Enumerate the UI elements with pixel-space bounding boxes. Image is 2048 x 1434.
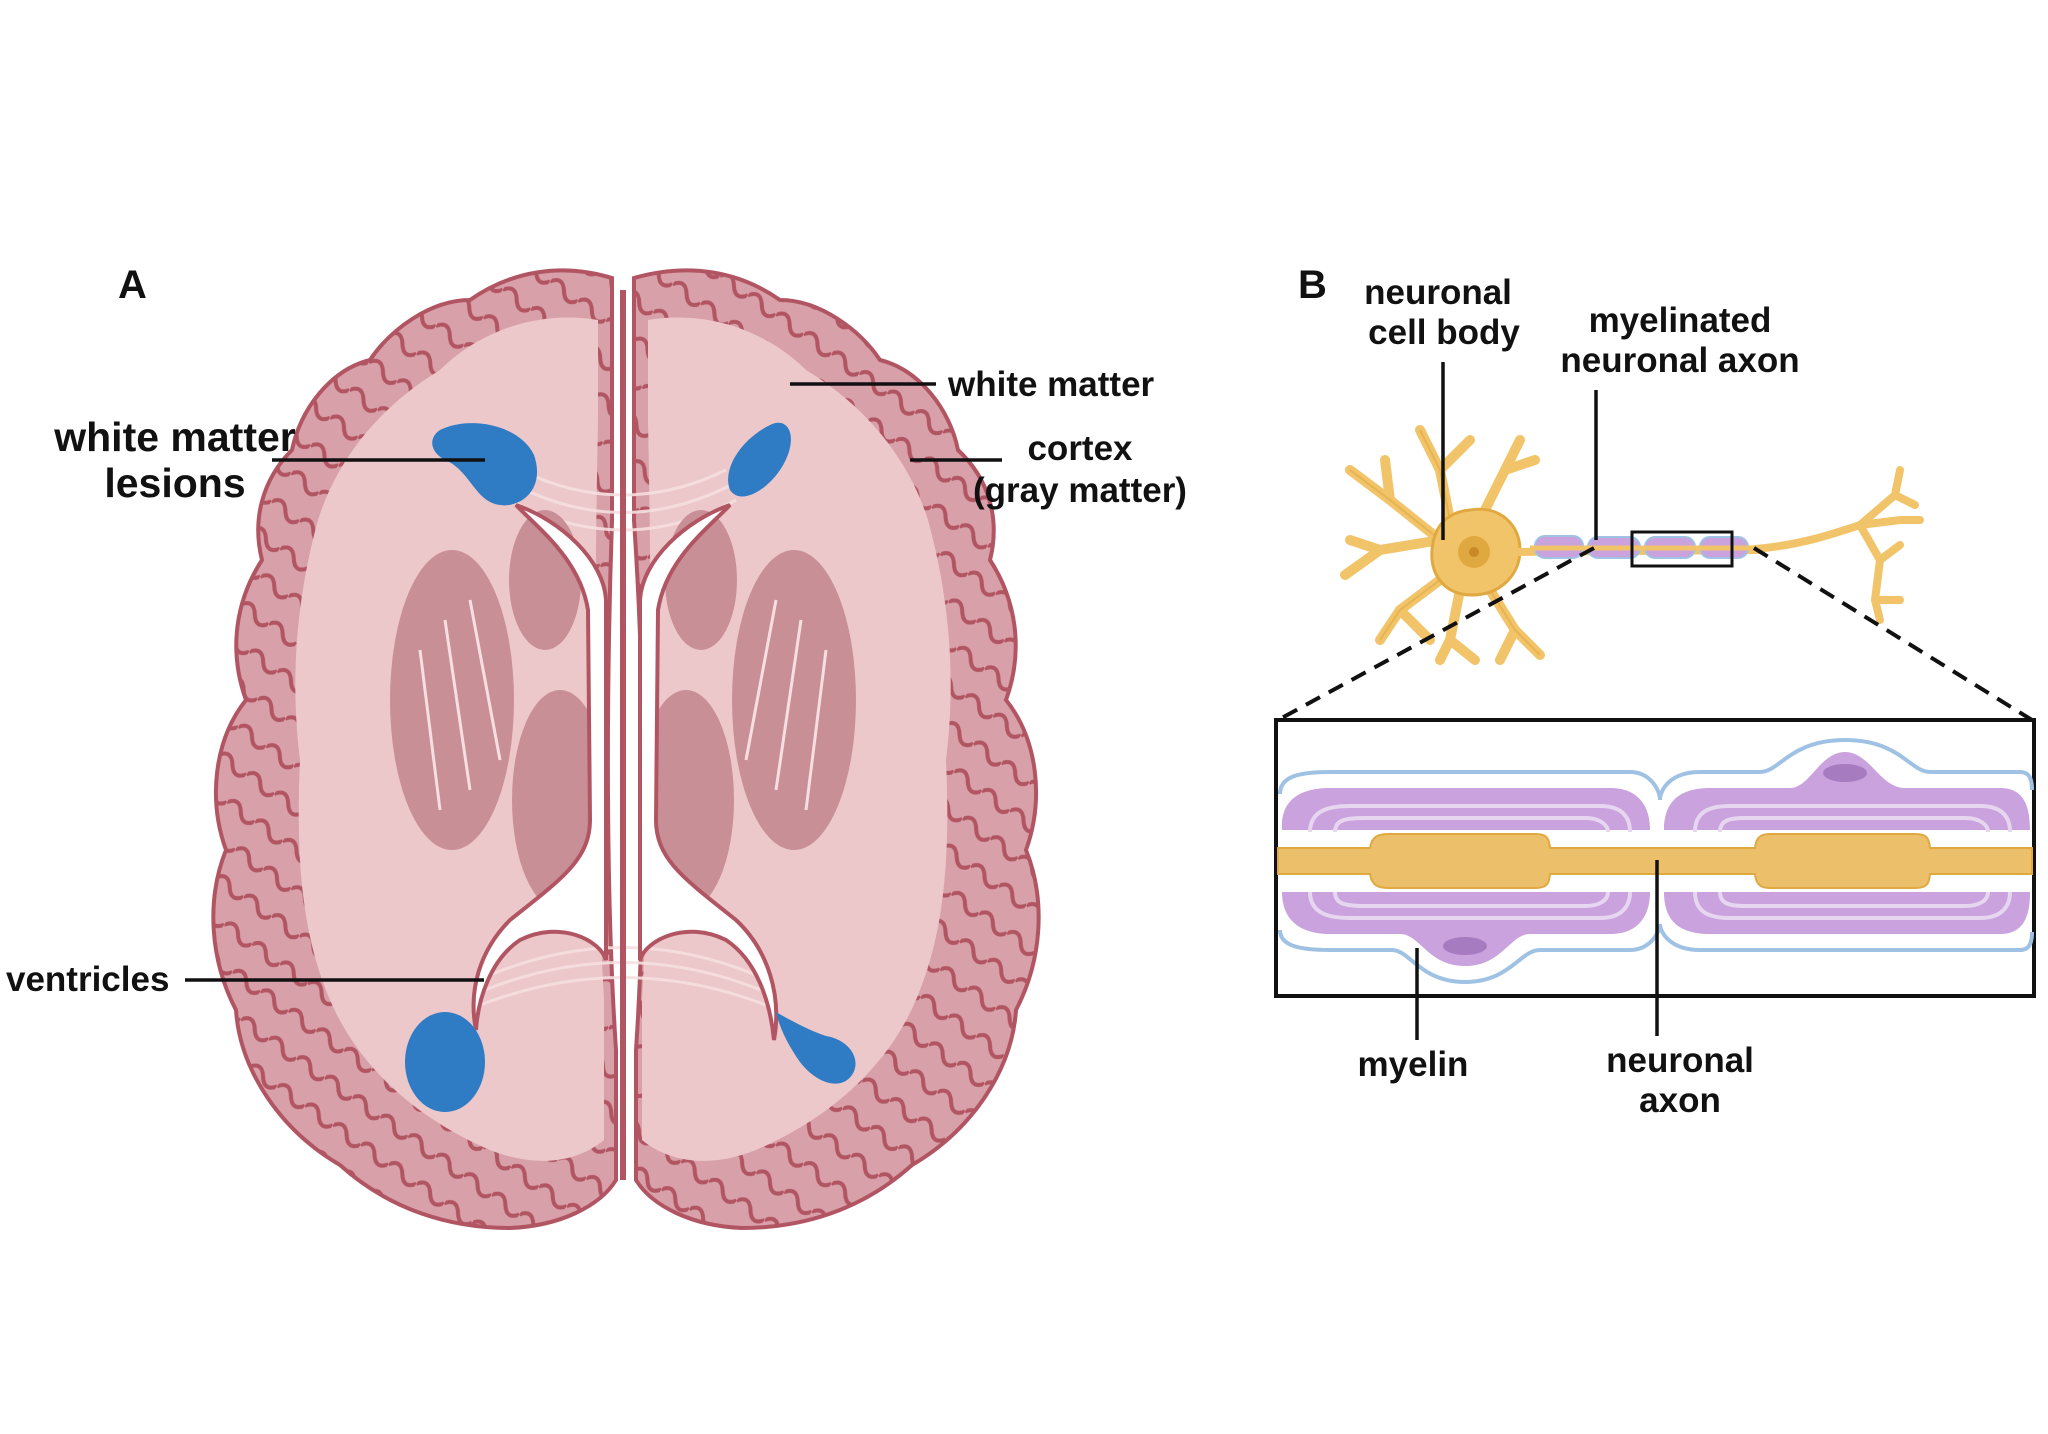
zoom-connector-left [1277,546,1595,722]
cell-body-label-line1: neuronal [1364,273,1512,312]
bottom-myelin-left [1282,892,1650,966]
lesion-left-occipital [405,1012,485,1112]
top-lamellae [1308,804,2012,833]
bottom-sheath-outline [1278,923,2034,985]
lesion-left-frontal [432,423,538,506]
label-white-matter-lesions: white matter lesions [53,414,485,506]
left-lateral-ventricle [471,503,608,1031]
ventricles-label: ventricles [6,960,169,999]
bottom-myelin-right [1664,892,2030,934]
label-myelinated-neuronal-axon: myelinated neuronal axon [1560,301,1800,540]
myelinated-axon-label-line1: myelinated [1589,301,1772,340]
cortex-label-line1: cortex [1027,429,1133,468]
neuron-illustration [1274,425,2036,998]
lesions-label-line2: lesions [104,460,245,506]
axon-label-line1: neuronal [1606,1041,1754,1080]
right-putamen [732,550,856,850]
neuron-nucleolus [1469,547,1479,557]
top-schwann-nucleus [1823,764,1867,782]
white-matter-label: white matter [947,365,1155,404]
internal-capsule-streaks [418,599,828,811]
myelinated-axon-label-line2: neuronal axon [1560,341,1799,380]
label-ventricles: ventricles [6,960,484,999]
cortex-label-line2: (gray matter) [973,471,1187,510]
brain-illustration [211,268,1041,1231]
panel-label-a: A [118,263,147,307]
zoom-connector-right [1752,546,2034,722]
myelin-inset [1274,718,2036,998]
top-myelin-right [1664,752,2030,830]
top-sheath-outline [1278,737,2034,801]
bottom-lamellae [1308,891,2012,920]
label-cortex: cortex (gray matter) [910,429,1187,510]
label-white-matter: white matter [790,365,1155,404]
bottom-schwann-nucleus [1443,937,1487,955]
right-lateral-ventricle [638,503,779,1041]
left-putamen [390,550,514,850]
lesion-right-frontal [728,422,791,497]
label-myelin: myelin [1358,948,1469,1084]
lesions-label-line1: white matter [53,414,296,460]
myelin-label: myelin [1358,1045,1469,1084]
label-neuronal-cell-body: neuronal cell body [1364,273,1520,540]
zoom-selection-box [1630,530,1734,568]
cell-body-label-line2: cell body [1368,313,1520,352]
axon-terminal [1751,466,1924,624]
lesion-right-occipital [776,1012,856,1084]
dendrite-edges [1349,429,1541,656]
panel-label-b: B [1298,263,1327,307]
axon-label-line2: axon [1639,1081,1721,1120]
label-neuronal-axon: neuronal axon [1606,860,1754,1120]
inset-axon [1277,833,2033,889]
